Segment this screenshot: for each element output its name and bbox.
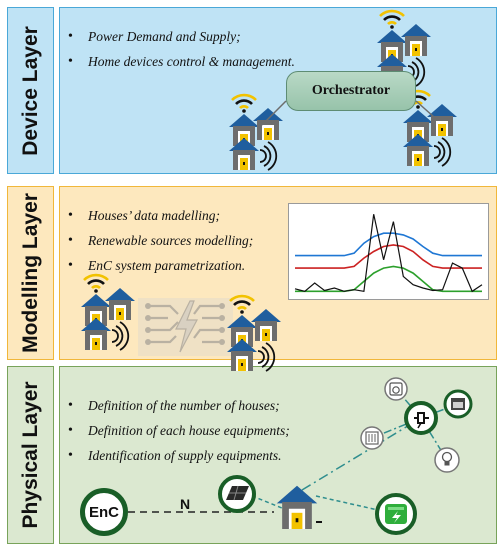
device-layer-bullets: Power Demand and Supply; Home devices co… xyxy=(64,29,295,79)
device-bullet-1: Power Demand and Supply; xyxy=(64,29,295,44)
house-cluster-modelling-left xyxy=(81,275,135,350)
orchestrator-box: Orchestrator xyxy=(286,71,416,111)
physical-bullet-1: Definition of the number of houses; xyxy=(64,398,290,413)
chart-series-line-2 xyxy=(295,244,482,269)
modelling-layer-tab: Modelling Layer xyxy=(7,186,54,360)
battery-icon xyxy=(375,493,417,535)
link-count-label: N xyxy=(180,496,191,512)
appliance-washer-icon xyxy=(384,377,408,401)
appliance-oven-icon xyxy=(443,389,473,419)
enc-node: EnC xyxy=(80,488,128,536)
modelling-bullet-2: Renewable sources modelling; xyxy=(64,233,253,248)
energy-profile-chart xyxy=(288,203,489,300)
main-house-icon xyxy=(276,485,322,529)
physical-bullet-2: Definition of each house equipments; xyxy=(64,423,290,438)
physical-bullet-3: Identification of supply equipments. xyxy=(64,448,290,463)
ai-circuit-icon xyxy=(138,298,233,356)
plug-hub-icon xyxy=(404,401,438,435)
house-cluster-left xyxy=(229,95,283,170)
device-layer-tab: Device Layer xyxy=(7,7,54,174)
orchestrator-label: Orchestrator xyxy=(311,83,391,98)
house-cluster-modelling-right xyxy=(227,296,281,371)
device-bullet-2: Home devices control & management. xyxy=(64,54,295,69)
modelling-layer-bullets: Houses’ data madelling; Renewable source… xyxy=(64,208,253,283)
chart-series-line-4 xyxy=(294,214,483,293)
solar-panel-icon xyxy=(218,475,256,513)
physical-layer-tab: Physical Layer xyxy=(7,366,54,544)
appliance-heater-icon xyxy=(360,426,384,450)
enc-label: EnC xyxy=(89,503,119,521)
chart-series-line-1 xyxy=(295,232,482,257)
physical-layer-bullets: Definition of the number of houses; Defi… xyxy=(64,398,290,473)
lightbulb-icon xyxy=(434,447,460,473)
chart-series-line-3 xyxy=(295,265,482,293)
modelling-bullet-3: EnC system parametrization. xyxy=(64,258,253,273)
modelling-bullet-1: Houses’ data madelling; xyxy=(64,208,253,223)
energy-profile-chart-plot xyxy=(294,214,483,293)
